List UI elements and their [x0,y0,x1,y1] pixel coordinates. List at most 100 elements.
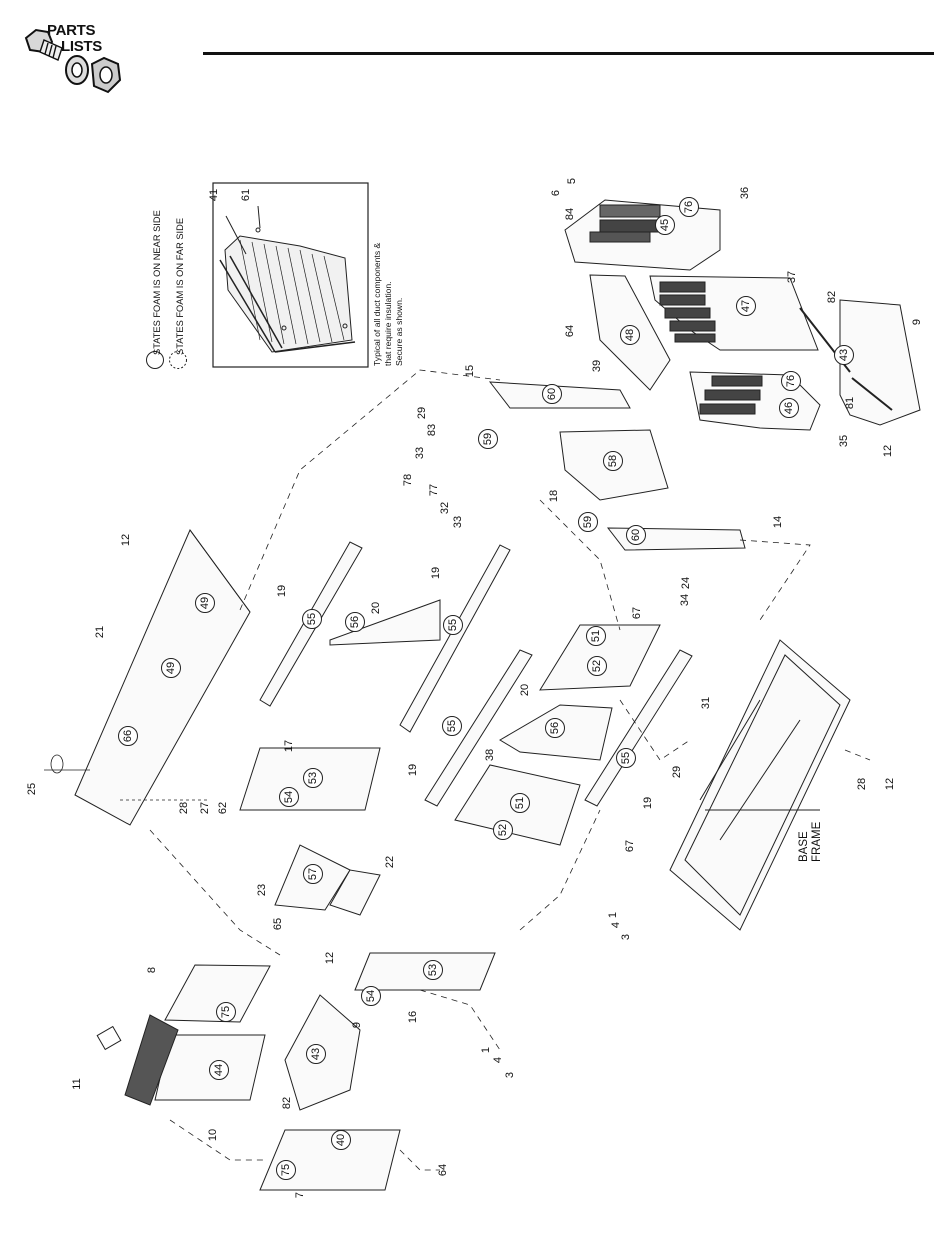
callout-number: 56 [549,722,561,734]
callout-number: 82 [826,291,838,303]
callout-59: 59 [578,512,598,532]
callout-number: 34 [679,594,691,606]
callout-circle [510,793,530,813]
callout-43: 43 [306,1044,326,1064]
callout-number: 83 [426,424,438,436]
callout-55: 55 [302,609,322,629]
callout-circle [209,1060,229,1080]
callout-circle [306,1044,326,1064]
base-frame [669,639,851,931]
callout-circle [587,656,607,676]
callout-38: 38 [484,749,496,761]
callout-31: 31 [700,697,712,709]
callout-37: 37 [786,271,798,283]
callout-number: 66 [122,730,134,742]
callout-number: 37 [786,271,798,283]
callout-number: 1 [480,1047,492,1053]
callout-52: 52 [493,820,513,840]
bolt-washer-nut-icon [24,28,122,94]
callout-55: 55 [616,748,636,768]
callout-number: 44 [213,1064,225,1076]
callout-number: 27 [199,802,211,814]
callout-54: 54 [279,787,299,807]
callout-circle [578,512,598,532]
callout-number: 75 [220,1006,232,1018]
channel-22 [329,869,381,916]
callout-7: 7 [294,1192,306,1198]
callout-number: 19 [642,797,654,809]
callout-number: 61 [240,189,252,201]
callout-5: 5 [566,178,578,184]
callout-56: 56 [345,612,365,632]
callout-number: 76 [683,201,695,213]
callout-28: 28 [856,778,868,790]
callout-number: 31 [700,697,712,709]
duct-end-panel-36 [564,199,721,271]
callout-60: 60 [626,525,646,545]
callout-number: 47 [740,300,752,312]
callout-81: 81 [844,397,856,409]
callout-12: 12 [120,534,132,546]
callout-12: 12 [884,778,896,790]
far-side-symbol [169,351,187,369]
callout-number: 84 [564,208,576,220]
callout-number: 57 [307,868,319,880]
callout-3: 3 [504,1072,516,1078]
callout-9: 9 [351,1022,363,1028]
callout-20: 20 [370,602,382,614]
callout-46: 46 [779,398,799,418]
callout-number: 67 [631,607,643,619]
callout-83: 83 [426,424,438,436]
callout-number: 15 [464,365,476,377]
callout-18: 18 [548,490,560,502]
header-rule [203,52,934,55]
base-frame-line-2: FRAME [811,821,823,862]
legend: STATES FOAM IS ON NEAR SIDE STATES FOAM … [152,210,185,355]
callout-29: 29 [416,407,428,419]
callout-4: 4 [610,922,622,928]
callout-3: 3 [620,934,632,940]
callout-circle [303,864,323,884]
callout-circle [779,398,799,418]
inset-note-line-2: that require insulation. [383,281,393,366]
callout-circle [303,768,323,788]
callout-number: 55 [447,619,459,631]
callout-64: 64 [437,1164,449,1176]
callout-51: 51 [586,626,606,646]
callout-number: 49 [199,597,211,609]
callout-45: 45 [655,215,675,235]
callout-number: 45 [659,219,671,231]
callout-number: 9 [911,319,923,325]
callout-circle [118,726,138,746]
callout-number: 53 [307,772,319,784]
panel-7 [259,1129,401,1191]
callout-number: 19 [430,567,442,579]
top-panel-21 [74,529,251,826]
callout-circle [161,658,181,678]
callout-circle [478,429,498,449]
callout-number: 20 [519,684,531,696]
callout-number: 29 [671,766,683,778]
callout-number: 58 [607,455,619,467]
callout-number: 4 [492,1057,504,1063]
callout-number: 12 [120,534,132,546]
callout-36: 36 [739,187,751,199]
callout-number: 38 [484,749,496,761]
callout-21: 21 [94,626,106,638]
callout-1: 1 [480,1047,492,1053]
callout-number: 55 [306,613,318,625]
callout-76: 76 [781,371,801,391]
coil-panel-47 [649,275,819,351]
callout-number: 5 [566,178,578,184]
callout-41: 41 [208,189,220,201]
end-cap-9 [839,299,921,426]
callout-number: 60 [630,529,642,541]
callout-number: 39 [591,360,603,372]
callout-number: 41 [208,189,220,201]
callout-number: 8 [146,967,158,973]
callout-14: 14 [772,516,784,528]
callout-12: 12 [324,952,336,964]
callout-number: 49 [165,662,177,674]
callout-32: 32 [439,502,451,514]
callout-circle [626,525,646,545]
